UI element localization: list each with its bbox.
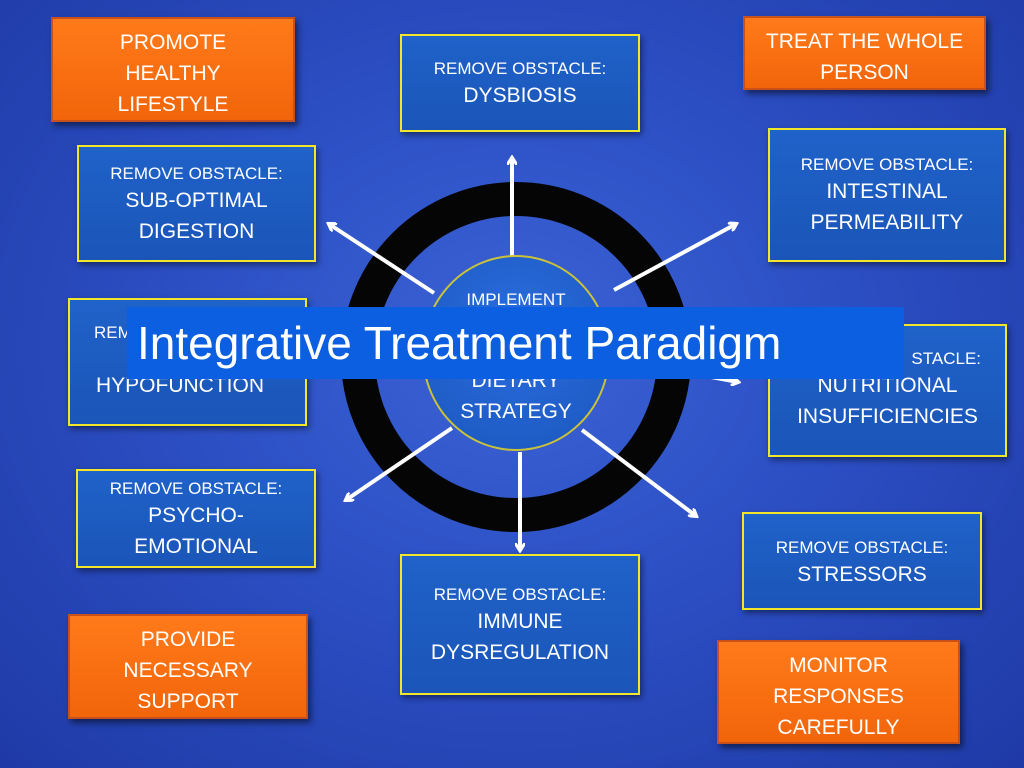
arrow-to-stressors: [580, 428, 696, 516]
box-psycho-emotional: REMOVE OBSTACLE: PSYCHO- EMOTIONAL: [76, 469, 316, 568]
box-promote-healthy-lifestyle: PROMOTE HEALTHY LIFESTYLE: [51, 17, 295, 122]
box-sub-optimal-digestion: REMOVE OBSTACLE: SUB-OPTIMAL DIGESTION: [77, 145, 316, 262]
arrow-to-digestion: [329, 224, 436, 295]
arrow-to-permeability: [613, 224, 736, 292]
box-intestinal-permeability: REMOVE OBSTACLE: INTESTINAL PERMEABILITY: [768, 128, 1006, 262]
center-label-implement: IMPLEMENT: [466, 290, 566, 309]
box-monitor-responses: MONITOR RESPONSES CAREFULLY: [717, 640, 960, 744]
box-provide-necessary-support: PROVIDE NECESSARY SUPPORT: [68, 614, 308, 719]
box-treat-whole-person: TREAT THE WHOLE PERSON: [743, 16, 986, 90]
box-dysbiosis: REMOVE OBSTACLE: DYSBIOSIS: [400, 34, 640, 132]
box-immune-dysregulation: REMOVE OBSTACLE: IMMUNE DYSREGULATION: [400, 554, 640, 695]
page-title: Integrative Treatment Paradigm: [127, 307, 904, 379]
arrow-to-psycho: [346, 426, 454, 500]
box-stressors: REMOVE OBSTACLE: STRESSORS: [742, 512, 982, 610]
